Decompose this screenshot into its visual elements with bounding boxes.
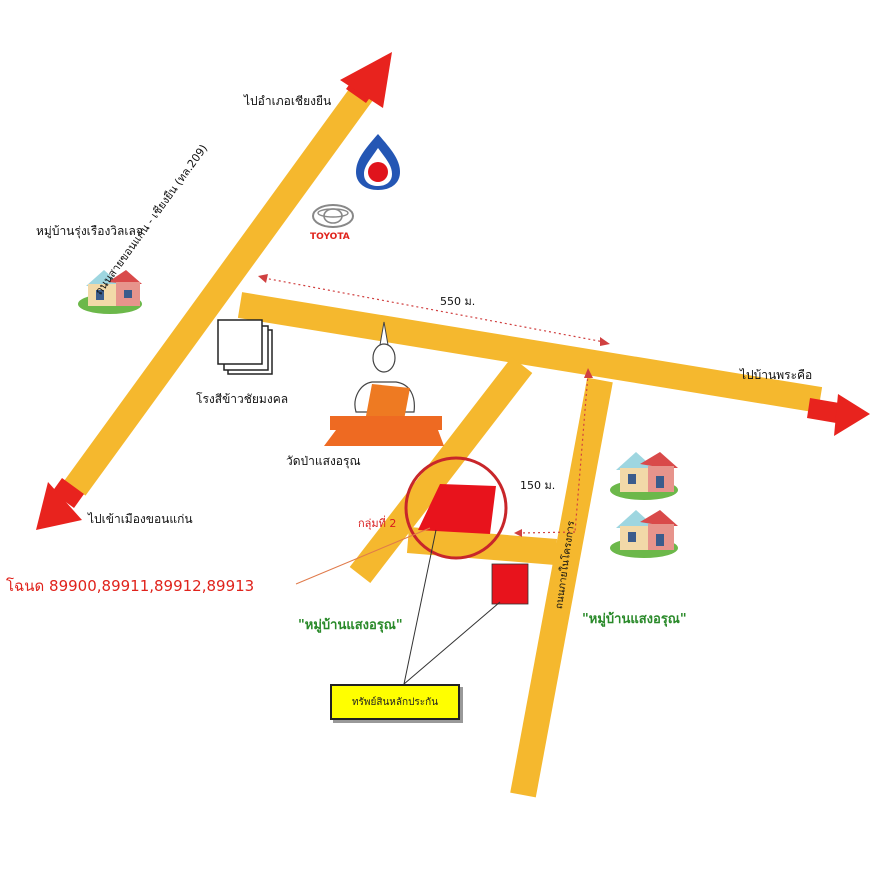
road-diagonal-branch	[349, 357, 533, 583]
collateral-legend-label: ทรัพย์สินหลักประกัน	[351, 696, 439, 708]
label-distance-150: 150 ม.	[520, 479, 556, 492]
arrow-to-phra-khue	[807, 394, 870, 436]
label-deed: โฉนด 89900,89911,89912,89913	[6, 577, 255, 595]
label-to-chiang-yuen: ไปอำเภอเชียงยืน	[244, 94, 332, 108]
collateral-plot-second	[491, 563, 529, 605]
label-to-khon-kaen: ไปเข้าเมืองขอนแก่น	[88, 512, 193, 526]
arrow-to-chiang-yuen	[340, 52, 392, 108]
temple-buddha-icon	[324, 321, 444, 446]
label-saeng-arun-village-2: "หมู่บ้านแสงอรุณ"	[582, 612, 687, 627]
direction-arrow-icon	[36, 478, 84, 530]
road-to-phra-khue	[237, 292, 823, 413]
distance-150	[514, 368, 593, 537]
plot-highlight-circle	[404, 456, 508, 560]
label-temple: วัดป่าแสงอรุณ	[286, 454, 361, 468]
main-road-209	[64, 77, 379, 496]
legend-leader-line-1	[403, 529, 437, 685]
toyota-logo-icon	[312, 204, 354, 228]
road-inner-project	[510, 377, 613, 798]
label-distance-550: 550 ม.	[440, 295, 476, 308]
house-icon-rung-rueang	[78, 270, 142, 314]
label-rice-mill: โรงสีข้าวชัยมงคล	[196, 392, 289, 406]
distance-550	[258, 274, 610, 346]
roads	[64, 77, 823, 798]
collateral-plot-main	[418, 484, 496, 534]
label-rung-rueang-village: หมู่บ้านรุ่งเรืองวิลเลจ	[36, 224, 143, 238]
deed-leader-line	[295, 527, 431, 585]
label-group: กลุ่มที่ 2	[358, 517, 397, 530]
label-toyota: TOYOTA	[310, 232, 350, 242]
ptt-station-icon	[356, 134, 400, 190]
legend-leader-line-2	[403, 601, 501, 685]
label-to-phra-khue: ไปบ้านพระคือ	[740, 368, 813, 382]
collateral-legend: ทรัพย์สินหลักประกัน	[330, 684, 460, 720]
house-icon-saeng-arun-1	[610, 452, 678, 500]
road-short-connector	[406, 527, 558, 565]
house-icon-saeng-arun-2	[610, 510, 678, 558]
label-saeng-arun-village-1: "หมู่บ้านแสงอรุณ"	[298, 618, 403, 633]
rice-mill-icon	[217, 319, 273, 375]
